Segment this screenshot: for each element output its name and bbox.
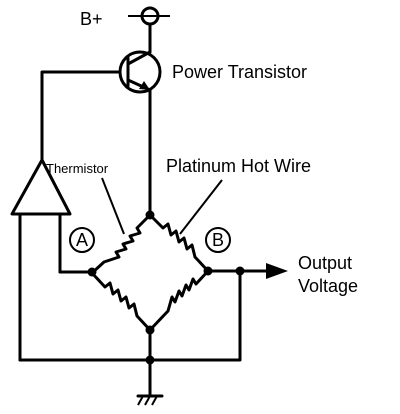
thermistor-resistor-icon [90, 213, 152, 275]
node-a-circle [69, 227, 95, 253]
hot-wire-label: Platinum Hot Wire [166, 156, 311, 176]
supply-label: B+ [80, 9, 103, 29]
junction-ground [145, 355, 155, 365]
output-label-line2: Voltage [298, 276, 358, 296]
supply-terminal-icon [128, 6, 170, 26]
hot-wire-resistor-icon [148, 213, 210, 273]
resistor-bottom-left-icon [90, 271, 152, 332]
base-wire [40, 70, 120, 162]
ground-icon [136, 394, 164, 406]
output-label-line1: Output [298, 253, 352, 273]
junction-b [203, 266, 213, 276]
thermistor-label: Thermistor [46, 161, 109, 176]
node-b-circle [205, 227, 231, 253]
junction-bottom [145, 325, 155, 335]
junction-top [145, 210, 155, 220]
resistor-bottom-right-icon [148, 269, 210, 332]
thermistor-leader [101, 177, 125, 235]
amplifier-icon [10, 158, 72, 216]
transistor-label: Power Transistor [172, 62, 307, 82]
node-a-label: A [76, 230, 88, 250]
junction-a [87, 267, 97, 277]
bridge [90, 213, 210, 332]
arrow-icon [266, 263, 288, 279]
node-b-label: B [212, 230, 224, 250]
transistor-icon [118, 50, 162, 94]
hot-wire-leader [179, 179, 223, 235]
junction-output [235, 266, 245, 276]
feedback-wire [18, 269, 242, 362]
